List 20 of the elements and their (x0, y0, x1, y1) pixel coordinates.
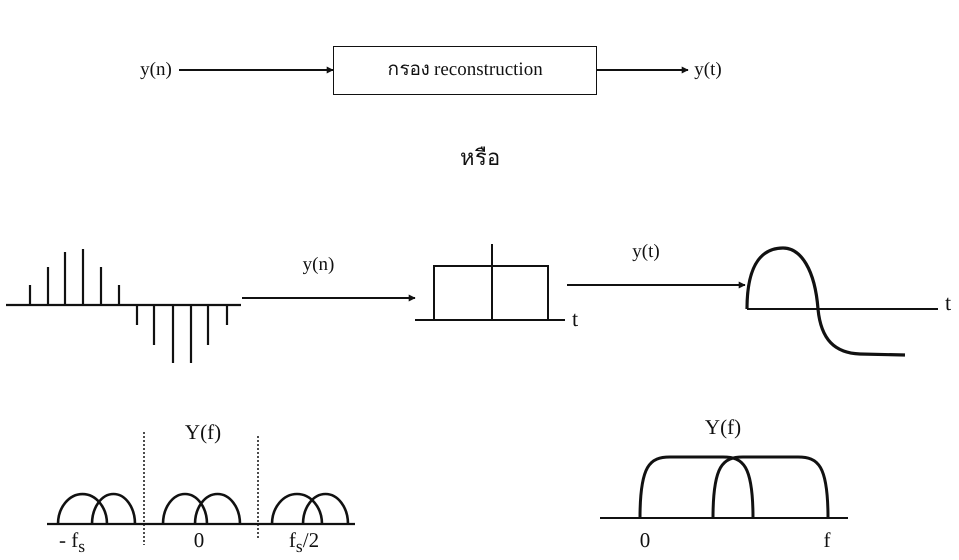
arrow (179, 66, 334, 74)
edge-label: y(t) (632, 241, 660, 264)
axis-label: 0 (640, 528, 650, 554)
signal-label: y(t) (694, 58, 722, 82)
arrow (597, 66, 689, 74)
filter-label: กรอง reconstruction (387, 59, 543, 82)
axis-label: t (945, 292, 952, 314)
axis-label: f$_{s}$/2 (288, 528, 320, 558)
signal-label: y(n) (140, 58, 172, 82)
filter-box (333, 46, 597, 95)
edge-label: y(n) (302, 254, 334, 277)
connector-word: หรือ (460, 145, 500, 172)
axis-label: f (824, 528, 830, 554)
axis-label: - f$_{s}$ (58, 528, 86, 558)
axis-label: Y(f) (704, 415, 742, 440)
axis-label: t (572, 308, 578, 330)
arrow (567, 282, 746, 288)
axis-label: 0 (194, 528, 204, 554)
axis-label: Y(f) (184, 420, 222, 446)
arrow (242, 294, 416, 302)
